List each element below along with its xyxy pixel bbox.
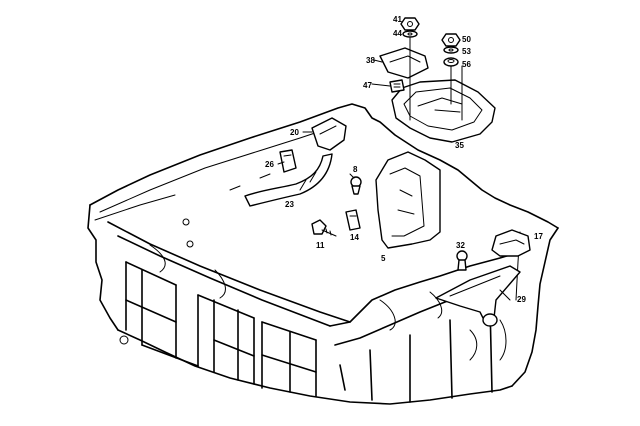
part-23-hose <box>244 153 333 207</box>
part-20-intake-piece <box>311 117 347 151</box>
label-53: 53 <box>462 47 471 56</box>
part-50-nut <box>441 33 461 47</box>
part-8-plug <box>350 176 362 195</box>
label-14: 14 <box>350 233 359 242</box>
label-20: 20 <box>290 128 299 137</box>
label-11: 11 <box>316 241 325 250</box>
part-38-bracket <box>379 47 429 79</box>
label-47: 47 <box>363 81 372 90</box>
part-14-clip <box>345 209 361 231</box>
part-17-bracket <box>491 229 531 257</box>
label-32: 32 <box>456 241 465 250</box>
part-44-washer <box>402 30 418 38</box>
part-32-bolt <box>456 250 468 271</box>
part-29-duct <box>435 265 521 327</box>
part-53-washer <box>443 46 459 54</box>
part-26-bracket <box>279 149 297 173</box>
label-35: 35 <box>455 141 464 150</box>
part-41-nut <box>400 17 420 31</box>
part-5-air-duct <box>375 151 441 249</box>
part-47-clip <box>389 79 405 93</box>
label-29: 29 <box>517 295 526 304</box>
label-38: 38 <box>366 56 375 65</box>
label-41: 41 <box>393 15 402 24</box>
part-11-screw <box>311 219 337 237</box>
label-23: 23 <box>285 200 294 209</box>
part-56-grommet <box>443 57 459 67</box>
label-5: 5 <box>381 254 386 263</box>
part-35-cover-plate <box>391 79 496 143</box>
label-44: 44 <box>393 29 402 38</box>
label-26: 26 <box>265 160 274 169</box>
label-50: 50 <box>462 35 471 44</box>
engine-compartment-body <box>87 103 559 405</box>
label-8: 8 <box>353 165 358 174</box>
label-17: 17 <box>534 232 543 241</box>
label-56: 56 <box>462 60 471 69</box>
